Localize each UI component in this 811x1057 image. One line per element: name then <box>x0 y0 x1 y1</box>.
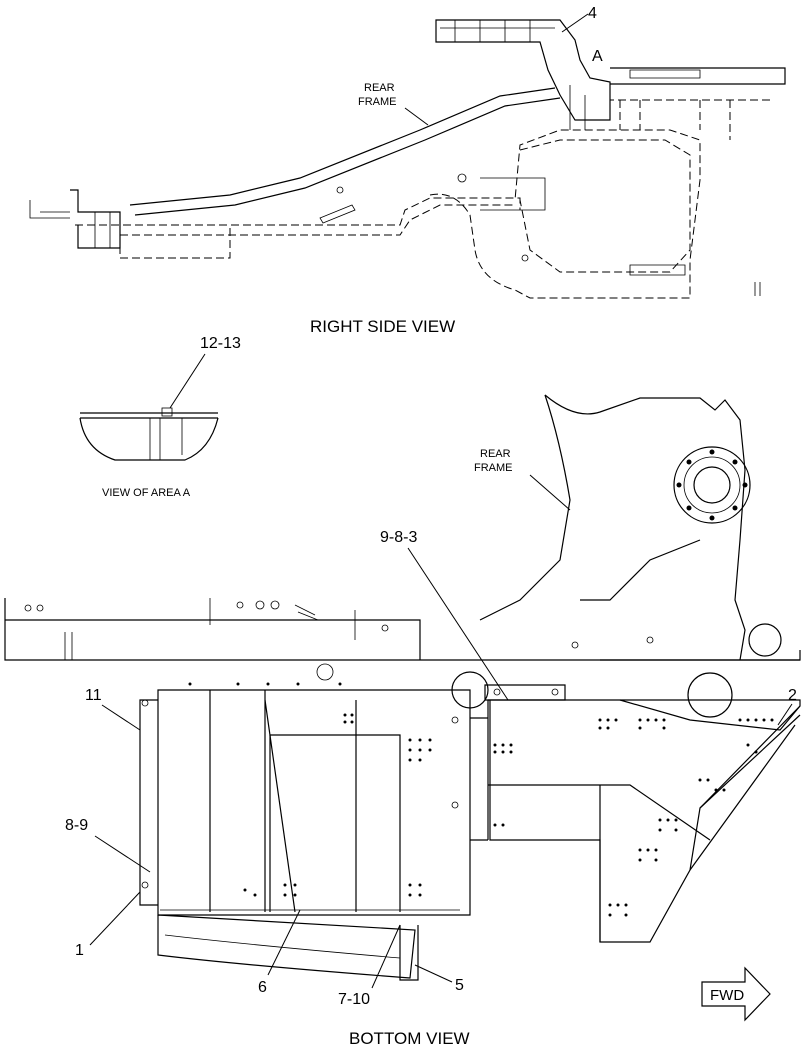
callout-8-9: 8-9 <box>65 817 88 834</box>
callout-7-10: 7-10 <box>338 991 370 1008</box>
fwd-label: FWD <box>710 987 744 1004</box>
leader-1 <box>89 891 141 946</box>
leader-rear-frame-bottom <box>529 474 571 511</box>
bottom-view: REAR FRAME <box>4 394 801 1048</box>
fwd-arrow-icon: FWD <box>701 966 771 1022</box>
bottom-view-title: BOTTOM VIEW <box>349 1029 470 1048</box>
callout-12-13: 12-13 <box>200 335 241 352</box>
right-side-view: A 4 REAR FRAME RIGHT SIDE VIEW <box>29 5 786 336</box>
callout-6: 6 <box>258 979 267 996</box>
area-a-view: 12-13 VIEW OF AREA A <box>79 335 241 499</box>
right-side-view-title: RIGHT SIDE VIEW <box>310 317 455 336</box>
leader-4 <box>561 13 589 33</box>
rear-frame-label-bottom-1: REAR <box>480 448 511 460</box>
callout-1: 1 <box>75 942 84 959</box>
callout-2: 2 <box>788 687 797 704</box>
rear-frame-label-top-1: REAR <box>364 82 395 94</box>
leader-11 <box>101 704 141 731</box>
callout-11: 11 <box>85 687 102 704</box>
leader-12-13 <box>169 353 206 409</box>
callout-4: 4 <box>588 5 597 22</box>
leader-9-8-3 <box>407 547 509 701</box>
leader-6 <box>267 909 301 976</box>
callout-9-8-3: 9-8-3 <box>380 529 417 546</box>
rear-frame-label-bottom-2: FRAME <box>474 462 513 474</box>
callout-5: 5 <box>455 977 464 994</box>
leader-rear-frame-top <box>404 107 429 126</box>
leader-5 <box>414 964 453 983</box>
area-a-view-title: VIEW OF AREA A <box>102 487 191 499</box>
rear-frame-label-top-2: FRAME <box>358 96 397 108</box>
leader-2 <box>777 703 793 726</box>
leader-7-10 <box>371 924 401 989</box>
area-a-marker: A <box>592 48 603 65</box>
leader-8-9 <box>94 835 151 873</box>
